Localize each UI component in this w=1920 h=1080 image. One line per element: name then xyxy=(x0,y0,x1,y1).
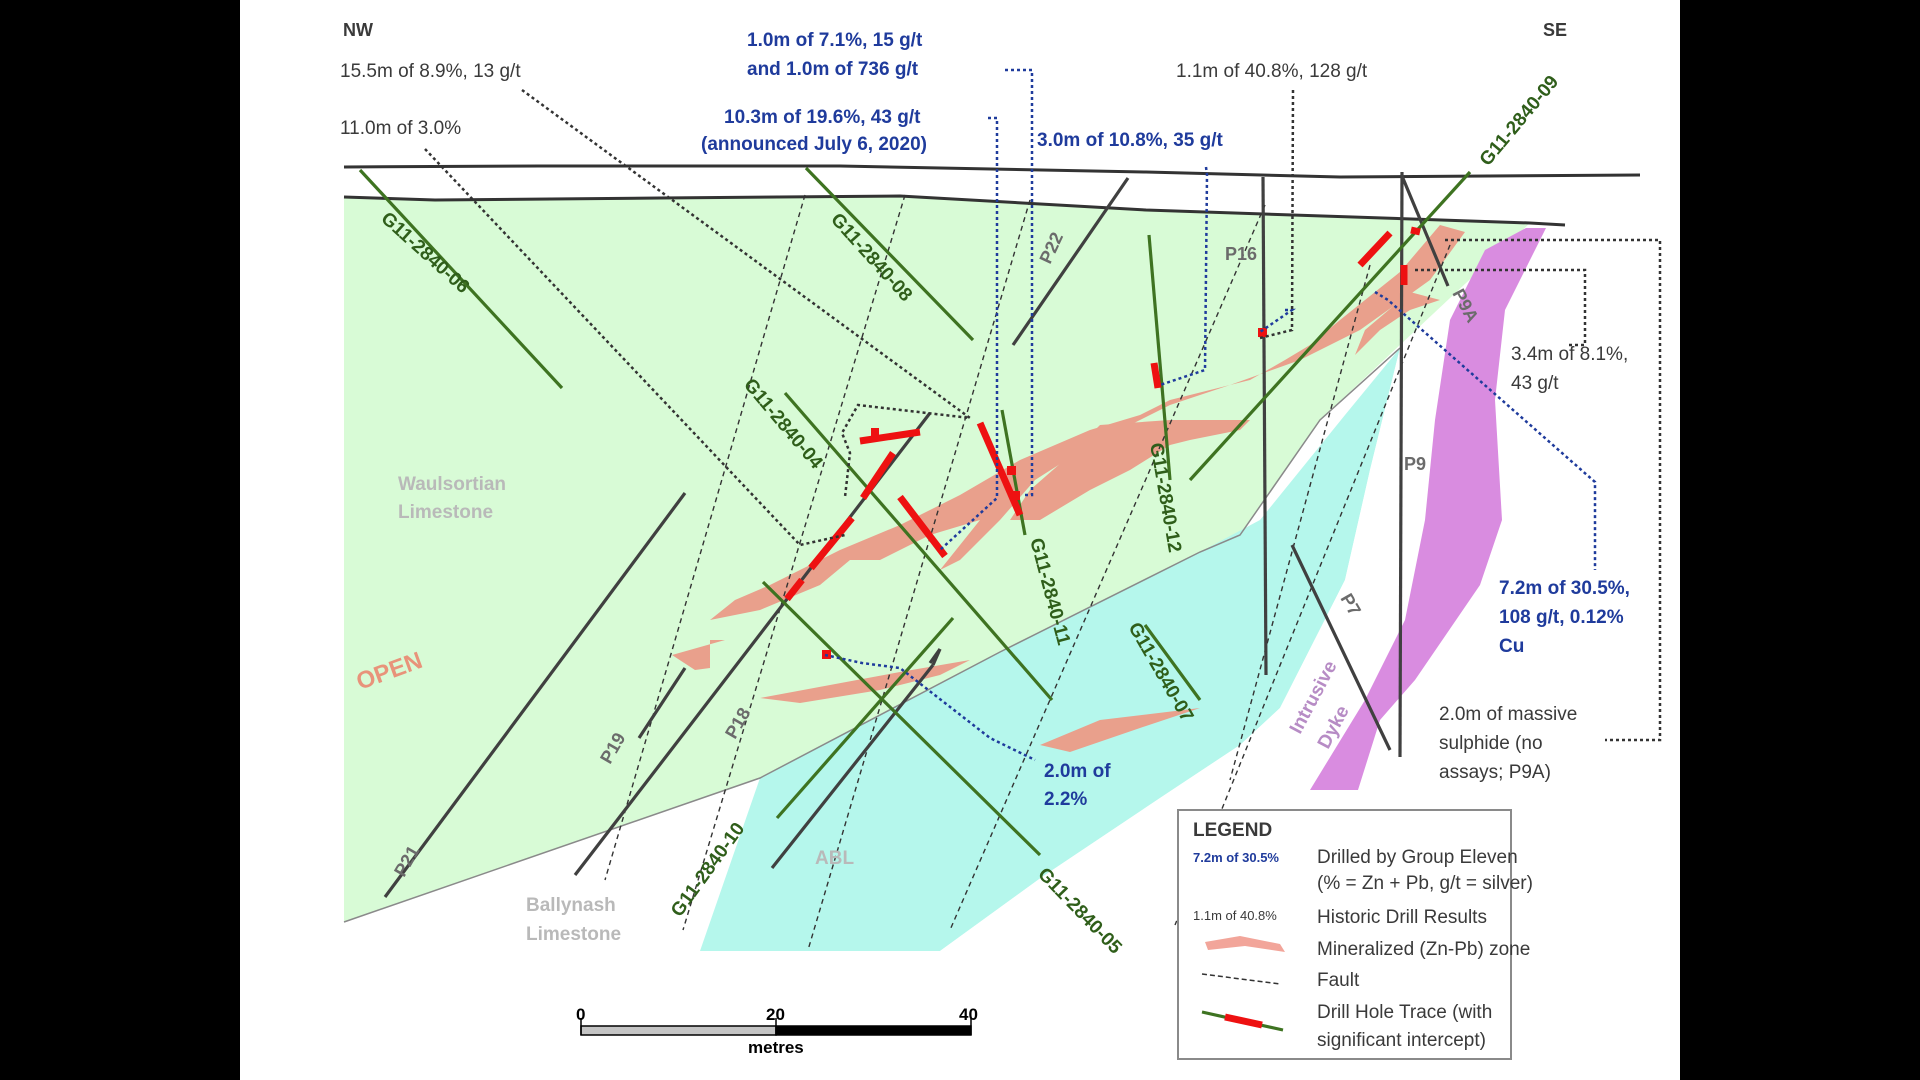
ballynash-label-2: Limestone xyxy=(526,924,621,945)
mineralized-zone-upper xyxy=(1010,420,1250,520)
historic-result-2: 11.0m of 3.0% xyxy=(340,118,461,139)
new-result-4-line3: Cu xyxy=(1499,636,1524,657)
new-result-1-line2: and 1.0m of 736 g/t xyxy=(747,59,919,80)
legend-intercept-swatch xyxy=(1224,1013,1263,1029)
scale-tick-0: 0 xyxy=(576,1005,585,1024)
intrusive-dyke xyxy=(1310,228,1546,790)
unit-contact-upper xyxy=(343,347,1401,923)
scale-bar xyxy=(580,1018,972,1036)
fault-label-p16: P16 xyxy=(1225,244,1257,264)
new-result-3: 3.0m of 10.8%, 35 g/t xyxy=(1037,130,1224,151)
se-label: SE xyxy=(1543,20,1567,40)
waulsortian-label-1: Waulsortian xyxy=(398,474,506,495)
legend-hist-label: Historic Drill Results xyxy=(1317,907,1487,928)
waulsortian-label-2: Limestone xyxy=(398,502,493,523)
dashed-faults xyxy=(604,194,1451,951)
legend-trace-label-1: Drill Hole Trace (with xyxy=(1317,1002,1492,1023)
historic-result-4-line1: 3.4m of 8.1%, xyxy=(1511,344,1628,365)
mineralized-zone-main xyxy=(710,225,1465,620)
legend-new-label-2: (% = Zn + Pb, g/t = silver) xyxy=(1317,873,1533,894)
historic-result-5-line2: sulphide (no xyxy=(1439,733,1543,754)
new-result-2-line1: 10.3m of 19.6%, 43 g/t xyxy=(724,107,921,128)
scale-tick-40: 40 xyxy=(959,1005,978,1024)
hole-label-09: G11-2840-09 xyxy=(1476,72,1563,170)
new-result-4-line1: 7.2m of 30.5%, xyxy=(1499,578,1630,599)
new-result-4-line2: 108 g/t, 0.12% xyxy=(1499,607,1624,628)
abl-label: ABL xyxy=(815,848,854,869)
open-arrow-icon xyxy=(672,640,725,670)
legend-hist-sample: 1.1m of 40.8% xyxy=(1193,908,1277,923)
legend-new-sample: 7.2m of 30.5% xyxy=(1193,850,1279,865)
scale-tick-20: 20 xyxy=(766,1005,785,1024)
historic-result-4-line2: 43 g/t xyxy=(1511,373,1559,394)
legend-title: LEGEND xyxy=(1193,820,1272,841)
legend: LEGEND 7.2m of 30.5% Drilled by Group El… xyxy=(1177,809,1533,1060)
historic-result-5-line1: 2.0m of massive xyxy=(1439,704,1577,725)
legend-zone-label: Mineralized (Zn-Pb) zone xyxy=(1317,939,1530,960)
cross-section-figure: NW SE Waulsortian Limestone Ballynash Li… xyxy=(240,0,1680,1080)
ground-surface xyxy=(343,164,1641,179)
legend-trace-label-2: significant intercept) xyxy=(1317,1030,1486,1051)
new-result-5-line2: 2.2% xyxy=(1044,789,1087,810)
new-result-5-line1: 2.0m of xyxy=(1044,761,1111,782)
overburden-base xyxy=(343,194,1566,227)
fault-label-p9: P9 xyxy=(1404,454,1426,474)
mineralized-zone-small xyxy=(1040,708,1200,752)
new-result-2-line2: (announced July 6, 2020) xyxy=(701,134,927,155)
drill-holes xyxy=(358,166,1472,857)
legend-fault-label: Fault xyxy=(1317,970,1360,991)
ballynash-label-1: Ballynash xyxy=(526,895,616,916)
legend-fault-swatch xyxy=(1201,973,1281,985)
legend-new-label-1: Drilled by Group Eleven xyxy=(1317,847,1518,868)
cross-section-svg: NW SE Waulsortian Limestone Ballynash Li… xyxy=(340,20,1662,1060)
new-result-1-line1: 1.0m of 7.1%, 15 g/t xyxy=(747,30,923,51)
ballynash-limestone-area xyxy=(700,348,1400,951)
legend-zone-swatch xyxy=(1205,936,1285,952)
historic-result-1: 15.5m of 8.9%, 13 g/t xyxy=(340,61,521,82)
mineralized-zone-lens xyxy=(1355,292,1440,355)
scale-unit: metres xyxy=(748,1038,804,1057)
solid-faults xyxy=(383,171,1450,898)
leaders-black xyxy=(424,88,1662,742)
leaders-blue xyxy=(824,68,1597,762)
historic-result-5-line3: assays; P9A) xyxy=(1439,762,1551,783)
historic-result-3: 1.1m of 40.8%, 128 g/t xyxy=(1176,61,1368,82)
nw-label: NW xyxy=(343,20,373,40)
